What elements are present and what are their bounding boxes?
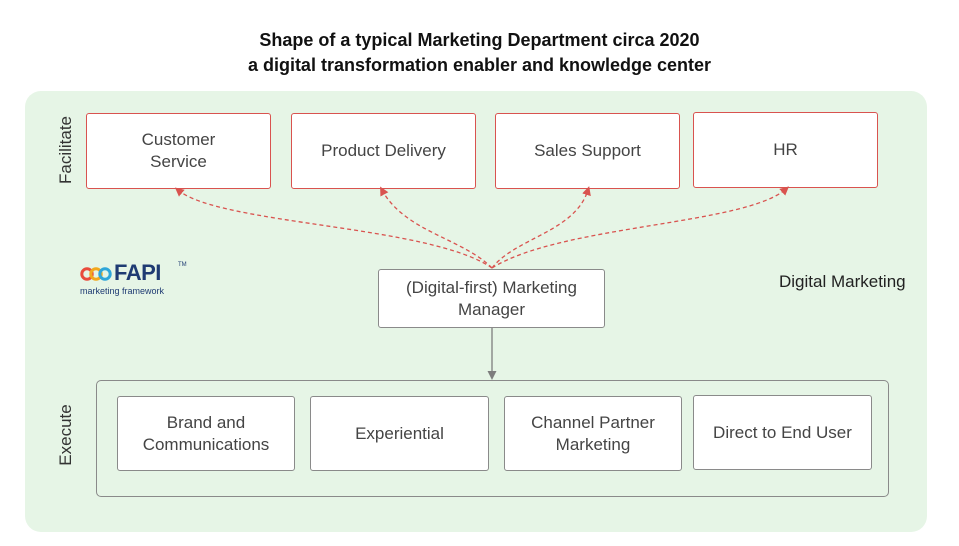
title-line-1: Shape of a typical Marketing Department … xyxy=(259,30,700,50)
customer-service-line-1: Customer xyxy=(141,130,216,149)
customer-service-line-2: Service xyxy=(150,152,207,171)
channel-partner-line-2: Marketing xyxy=(555,434,631,454)
channel-partner-line-1: Channel Partner xyxy=(531,412,655,432)
experiential-label: Experiential xyxy=(355,423,444,443)
hr-box: HR xyxy=(693,112,878,188)
hr-label: HR xyxy=(773,140,798,159)
arrow-to-product-delivery xyxy=(380,186,493,269)
direct-end-user-label: Direct to End User xyxy=(713,422,852,442)
experiential-box: Experiential xyxy=(310,396,489,471)
digital-marketing-label: Digital Marketing xyxy=(779,272,906,291)
brand-communications-line-1: Brand and xyxy=(166,412,246,432)
logo-tm: TM xyxy=(178,262,187,268)
sales-support-box: Sales Support xyxy=(495,113,680,189)
sales-support-label: Sales Support xyxy=(534,141,641,160)
execute-label: Execute xyxy=(56,404,75,466)
logo-tagline: marketing framework xyxy=(80,286,165,296)
fapi-logo: FAPI TM marketing framework xyxy=(80,260,190,299)
execute-frame xyxy=(96,380,889,497)
brand-communications-line-2: Communications xyxy=(142,434,270,454)
fapi-logo-icon xyxy=(80,267,112,281)
channel-partner-box: Channel Partner Marketing xyxy=(504,396,682,471)
arrow-to-customer-service xyxy=(174,187,493,269)
marketing-manager-line-2: Manager xyxy=(457,299,526,319)
brand-communications-box: Brand and Communications xyxy=(117,396,295,471)
product-delivery-label: Product Delivery xyxy=(321,141,446,160)
title-line-2: a digital transformation enabler and kno… xyxy=(247,55,712,75)
marketing-manager-line-1: (Digital-first) Marketing xyxy=(406,277,577,297)
direct-end-user-box: Direct to End User xyxy=(693,395,872,470)
product-delivery-box: Product Delivery xyxy=(291,113,476,189)
diagram-title: Shape of a typical Marketing Department … xyxy=(0,28,959,78)
marketing-manager-box: (Digital-first) Marketing Manager xyxy=(378,269,605,328)
arrow-to-sales-support xyxy=(491,186,591,269)
logo-brand: FAPI xyxy=(114,260,161,285)
arrow-to-hr xyxy=(491,186,790,269)
